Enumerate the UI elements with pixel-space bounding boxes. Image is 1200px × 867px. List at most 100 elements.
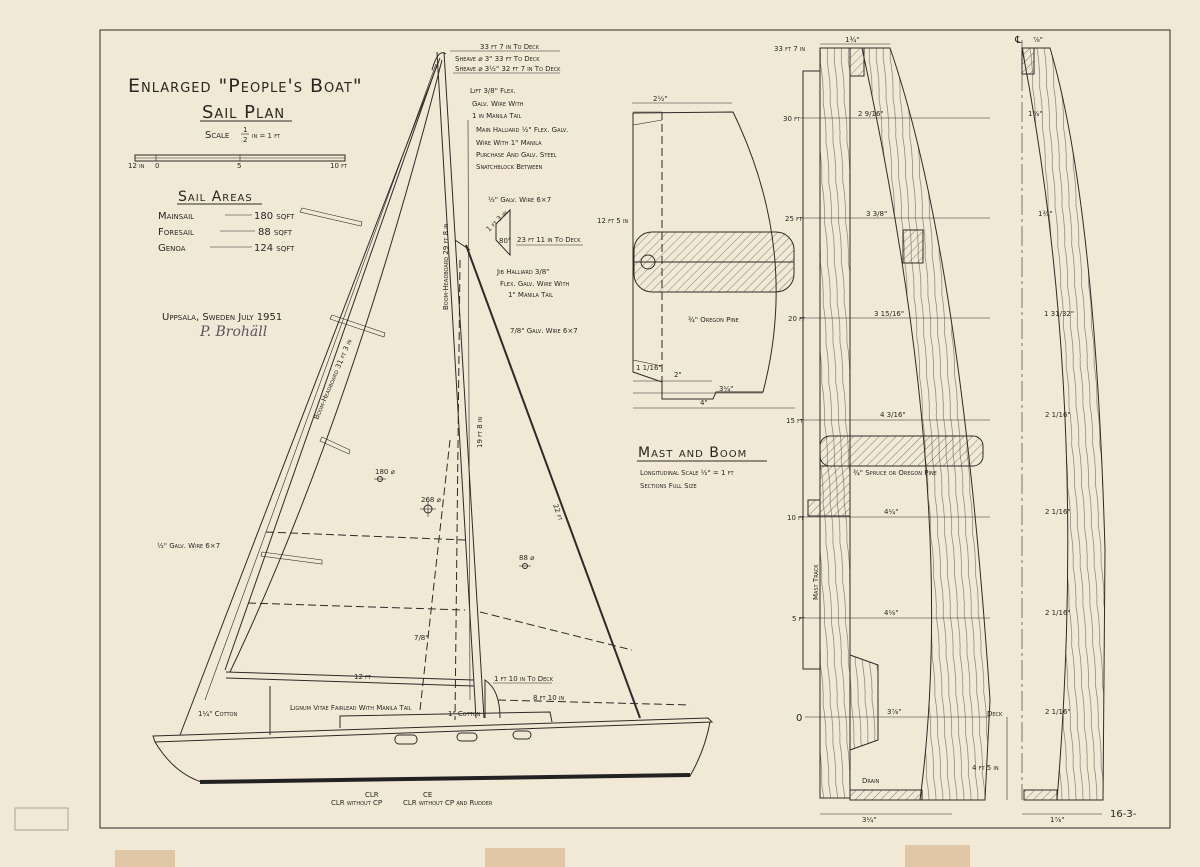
svg-text:¾" Oregon Pine: ¾" Oregon Pine — [688, 316, 739, 324]
svg-text:1⅝": 1⅝" — [1028, 110, 1042, 118]
svg-text:33 ft 7 in To Deck: 33 ft 7 in To Deck — [480, 43, 540, 51]
svg-text:4¼": 4¼" — [884, 508, 898, 516]
mast-boom-scale: Longitudinal Scale ½" = 1 ft — [640, 469, 734, 477]
svg-text:Genoa: Genoa — [158, 243, 186, 254]
svg-text:Sheave ⌀ 3½" 32 ft 7 in To De: Sheave ⌀ 3½" 32 ft 7 in To Deck — [455, 65, 561, 73]
svg-text:7/8" Galv. Wire 6×7: 7/8" Galv. Wire 6×7 — [510, 327, 578, 335]
svg-text:124 sqft: 124 sqft — [254, 243, 295, 254]
mast-widths: 1¾" 2 9/16" 3 3/8" 3 15/16" 4 3/16" 4¼" … — [812, 36, 1008, 824]
svg-text:23 ft 11 in To Deck: 23 ft 11 in To Deck — [517, 236, 581, 244]
sail-areas-table: Mainsail 180 sqft Foresail 88 sqft Genoa… — [158, 211, 295, 254]
svg-text:1: 1 — [243, 126, 247, 134]
svg-text:1¾": 1¾" — [845, 36, 859, 44]
svg-text:2 1/16": 2 1/16" — [1045, 609, 1071, 617]
boom-elevation: ℄ ⅞" 1⅝" 1¾" 1 31/32" 2 1/16" 2 1/16" 2 … — [1014, 35, 1106, 824]
svg-text:12 ft 5 in: 12 ft 5 in — [597, 217, 628, 225]
svg-text:3 15/16": 3 15/16" — [874, 310, 904, 318]
svg-text:1¾": 1¾" — [1038, 210, 1052, 218]
svg-text:33 ft 7 in: 33 ft 7 in — [774, 45, 805, 53]
svg-text:Mainsail: Mainsail — [158, 211, 194, 222]
mast — [436, 51, 477, 719]
svg-text:Drain: Drain — [862, 777, 880, 785]
svg-text:CE: CE — [423, 791, 432, 799]
svg-text:Scale: Scale — [205, 130, 229, 141]
svg-text:Galv. Wire With: Galv. Wire With — [472, 100, 524, 108]
tape-mark — [905, 845, 970, 867]
porthole — [456, 732, 478, 742]
mast-elevation — [802, 47, 991, 801]
svg-text:3 3/8": 3 3/8" — [866, 210, 887, 218]
svg-text:8 ft 10 in: 8 ft 10 in — [533, 694, 564, 702]
svg-text:20 ft: 20 ft — [788, 315, 806, 323]
svg-text:4 3/16": 4 3/16" — [880, 411, 906, 419]
svg-text:88 ⌀: 88 ⌀ — [519, 554, 534, 562]
scale-bar: 12 in 0 5 10 ft — [128, 154, 348, 170]
svg-text:7/8": 7/8" — [414, 634, 429, 642]
rig — [179, 51, 691, 736]
svg-text:10 ft: 10 ft — [330, 162, 348, 170]
svg-text:Foresail: Foresail — [158, 227, 194, 238]
jib-stay — [465, 244, 641, 719]
svg-text:2 9/16": 2 9/16" — [858, 110, 884, 118]
svg-text:12 ft: 12 ft — [354, 673, 372, 681]
svg-text:1 ft 10 in To Deck: 1 ft 10 in To Deck — [494, 675, 554, 683]
svg-text:15 ft: 15 ft — [786, 417, 804, 425]
svg-text:3¼": 3¼" — [862, 816, 876, 824]
svg-text:℄: ℄ — [1014, 35, 1022, 46]
svg-text:CLR without CP and Rudder: CLR without CP and Rudder — [403, 799, 493, 807]
luff — [224, 61, 439, 671]
svg-text:CLR without CP: CLR without CP — [331, 799, 382, 807]
svg-text:Snatchblock Between: Snatchblock Between — [476, 163, 542, 171]
boom — [225, 671, 475, 681]
svg-text:5: 5 — [237, 162, 241, 170]
svg-text:1⅞": 1⅞" — [1050, 816, 1064, 824]
svg-text:Purchase And Galv. Steel: Purchase And Galv. Steel — [476, 151, 557, 159]
svg-text:4⅛": 4⅛" — [884, 609, 898, 617]
svg-text:½" Galv. Wire 6×7: ½" Galv. Wire 6×7 — [488, 196, 551, 204]
svg-text:2 1/16": 2 1/16" — [1045, 508, 1071, 516]
svg-text:180 ⌀: 180 ⌀ — [375, 468, 395, 476]
porthole — [394, 734, 418, 745]
svg-text:Boom-Headboard 29 ft 8 in: Boom-Headboard 29 ft 8 in — [442, 223, 450, 310]
signature: P. Brohäll — [199, 324, 267, 340]
svg-text:Jib Halliard 3/8": Jib Halliard 3/8" — [496, 268, 549, 276]
svg-text:1 ft 3 in: 1 ft 3 in — [485, 209, 510, 234]
tape-mark — [485, 848, 565, 867]
svg-text:in = 1 ft: in = 1 ft — [252, 132, 281, 140]
center-of-effort-markers — [374, 476, 531, 569]
svg-text:0: 0 — [155, 162, 159, 170]
svg-text:Mast Track: Mast Track — [812, 564, 820, 600]
svg-text:Lignum Vitae Fairlead With Man: Lignum Vitae Fairlead With Manila Tail — [290, 704, 412, 712]
svg-text:Deck: Deck — [987, 710, 1003, 718]
svg-text:Lift 3/8" Flex.: Lift 3/8" Flex. — [470, 87, 516, 95]
forestay — [179, 57, 441, 736]
mast-boom-title: Mast and Boom — [638, 445, 747, 461]
drawing-border — [99, 29, 1171, 829]
spreader-diagram — [495, 208, 511, 257]
drawing-title: Enlarged "People's Boat" — [128, 75, 363, 97]
svg-text:12 in: 12 in — [128, 162, 145, 170]
svg-text:1 in Manila Tail: 1 in Manila Tail — [472, 112, 522, 120]
porthole — [512, 730, 532, 740]
svg-text:Main Halliard ½" Flex. Galv.: Main Halliard ½" Flex. Galv. — [476, 126, 568, 134]
tape-mark — [115, 850, 175, 867]
svg-text:80°: 80° — [499, 237, 511, 245]
svg-text:⅞": ⅞" — [1033, 36, 1043, 44]
svg-text:0: 0 — [796, 713, 802, 724]
svg-text:180 sqft: 180 sqft — [254, 211, 295, 222]
svg-text:3⅞": 3⅞" — [887, 708, 901, 716]
svg-text:268 ⌀: 268 ⌀ — [421, 496, 441, 504]
svg-text:2 1/16": 2 1/16" — [1045, 411, 1071, 419]
svg-text:1" Manila Tail: 1" Manila Tail — [508, 291, 553, 299]
mast-stations: 33 ft 7 in 30 ft 25 ft 20 ft 15 ft 10 ft… — [774, 45, 990, 724]
svg-text:Wire With 1" Manila: Wire With 1" Manila — [476, 139, 542, 147]
svg-text:2: 2 — [243, 136, 247, 144]
svg-text:88 sqft: 88 sqft — [258, 227, 293, 238]
sheet-number: 16-3- — [1110, 809, 1137, 820]
svg-text:10 ft: 10 ft — [787, 514, 805, 522]
rigging-annotations: 33 ft 7 in To Deck Sheave ⌀ 3" 33 ft To … — [157, 43, 583, 807]
place-date: Uppsala, Sweden July 1951 — [162, 312, 282, 323]
svg-text:1 1/16": 1 1/16" — [636, 364, 662, 372]
mast-section: 2½" 12 ft 5 in ¾" Oregon Pine 1 1/16" 2"… — [597, 95, 795, 409]
svg-text:2½": 2½" — [653, 95, 667, 103]
